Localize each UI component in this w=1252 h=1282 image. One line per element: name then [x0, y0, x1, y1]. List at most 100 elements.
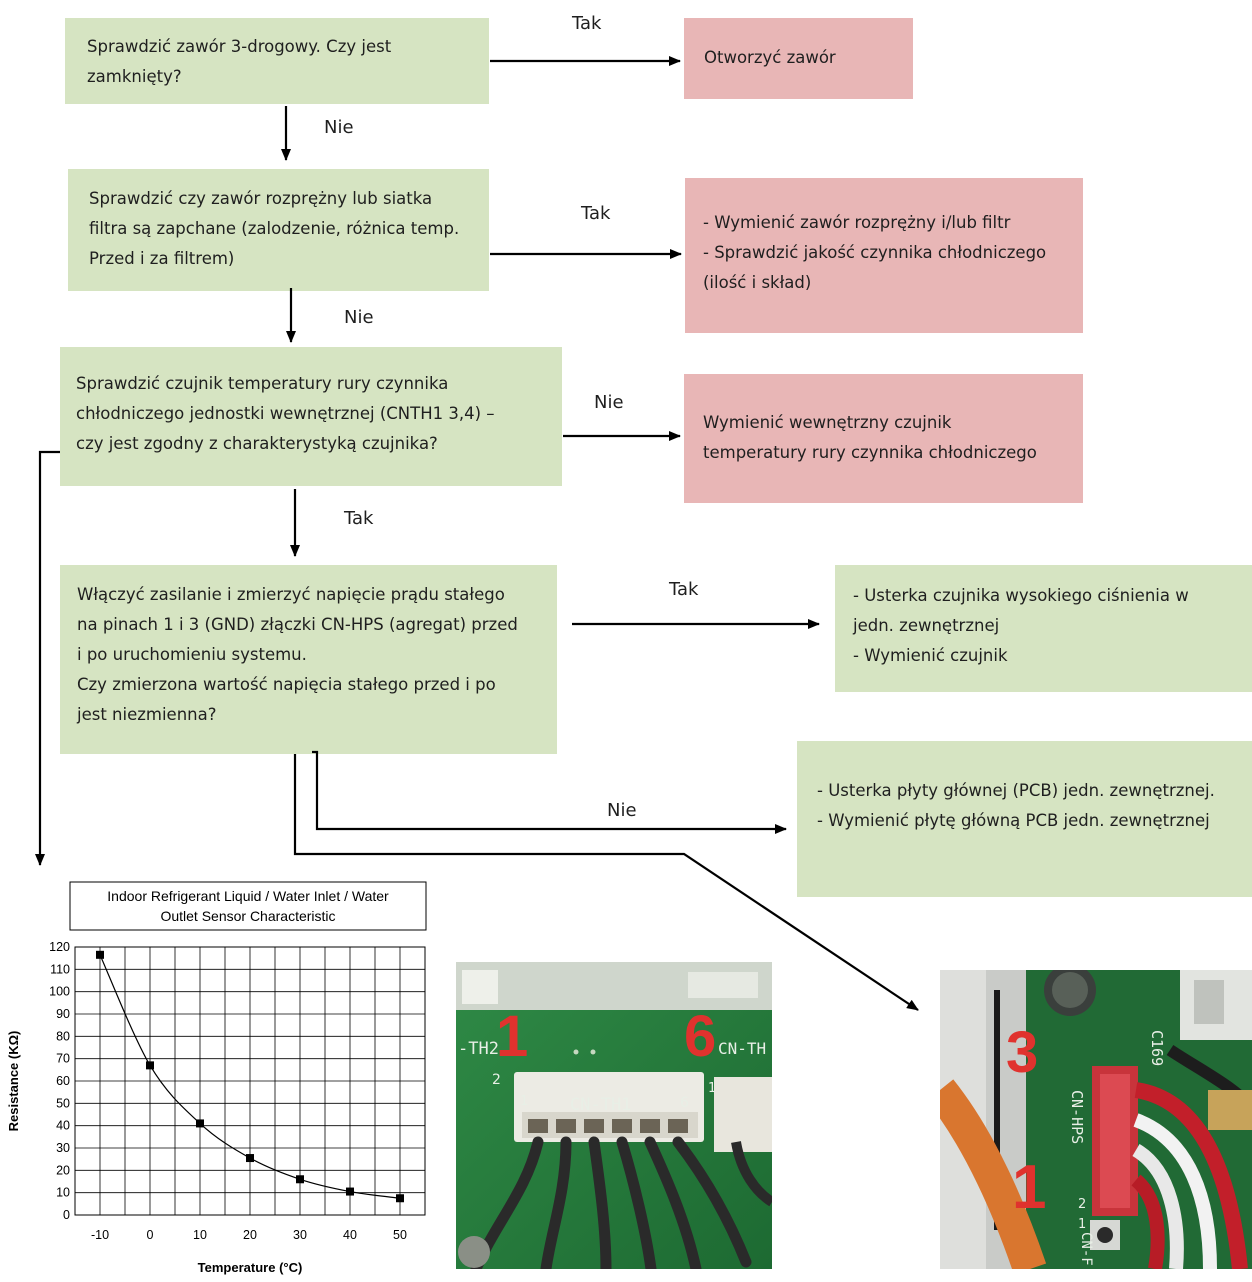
box-line: Czy zmierzona wartość napięcia stałego p…	[77, 675, 496, 694]
box-line: Sprawdzić czujnik temperatury rury czynn…	[76, 374, 449, 393]
box-pcb-fault: - Usterka płyty głównej (PCB) jedn. zewn…	[797, 741, 1252, 897]
pcb-photo-hps: C169 CN-HPS 2 1 CN-F 3 1	[940, 970, 1252, 1269]
data-point	[246, 1154, 254, 1163]
pcb-photo-th1: -TH2 2 1 CN-TH1 6 1 CN-TH 1 6	[456, 962, 772, 1269]
y-tick-label: 30	[56, 1141, 70, 1155]
box-line: (ilość i skład)	[703, 273, 812, 292]
box-line: zamknięty?	[87, 67, 182, 86]
y-tick-label: 60	[56, 1074, 70, 1088]
chart-title-box	[69, 881, 427, 931]
x-axis-label: Temperature (°C)	[198, 1260, 303, 1275]
arrow-q3-to-chart	[35, 450, 60, 866]
silk-6: 6	[680, 1095, 689, 1111]
plot-frame	[74, 946, 426, 1216]
x-tick-label: 40	[343, 1228, 357, 1242]
x-tick-label: 50	[393, 1228, 407, 1242]
silk-th2: -TH2	[458, 1039, 499, 1059]
box-line: chłodniczego jednostki wewnętrznej (CNTH…	[76, 404, 495, 423]
y-tick-label: 10	[56, 1186, 70, 1200]
box-line: - Usterka czujnika wysokiego ciśnienia w	[853, 586, 1189, 605]
box-check-indoor-sensor: Sprawdzić czujnik temperatury rury czynn…	[60, 347, 562, 486]
box-line: filtra są zapchane (zalodzenie, różnica …	[89, 219, 460, 238]
pin-label-6: 6	[684, 1004, 716, 1069]
box-line: Wymienić wewnętrzny czujnik	[703, 413, 952, 432]
data-point	[146, 1061, 154, 1070]
box-check-3way-valve: Sprawdzić zawór 3-drogowy. Czy jest zamk…	[65, 18, 489, 104]
box-measure-voltage: Włączyć zasilanie i zmierzyć napięcie pr…	[60, 565, 557, 754]
y-tick-label: 90	[56, 1007, 70, 1021]
box-line: jest niezmienna?	[77, 705, 217, 724]
chart-title: Outlet Sensor Characteristic	[160, 908, 335, 924]
box-line: na pinach 1 i 3 (GND) złączki CN-HPS (ag…	[77, 615, 518, 634]
data-point	[96, 950, 104, 959]
pin-label-3: 3	[1006, 1020, 1038, 1085]
silk-cn-f: CN-F	[1078, 1232, 1094, 1266]
pin-label-1: 1	[496, 1004, 528, 1069]
data-point	[396, 1194, 404, 1203]
edge-label-yes: Tak	[669, 579, 699, 600]
sensor-characteristic-chart: Indoor Refrigerant Liquid / Water Inlet …	[0, 880, 440, 1277]
box-line: Sprawdzić czy zawór rozprężny lub siatka	[89, 189, 433, 208]
silk-c169: C169	[1148, 1030, 1166, 1066]
box-line: - Usterka płyty głównej (PCB) jedn. zewn…	[817, 781, 1215, 800]
y-tick-label: 100	[49, 985, 70, 999]
y-tick-label: 120	[49, 940, 70, 954]
y-tick-label: 110	[50, 962, 70, 976]
box-line: Przed i za filtrem)	[89, 249, 235, 268]
y-axis-label: Resistance (KΩ)	[6, 1031, 21, 1132]
y-tick-label: 40	[56, 1119, 70, 1133]
silk-cn-hps: CN-HPS	[1068, 1090, 1086, 1144]
box-replace-expansion-valve: - Wymienić zawór rozprężny i/lub filtr -…	[685, 178, 1083, 333]
edge-label-no: Nie	[607, 800, 637, 821]
box-line: Włączyć zasilanie i zmierzyć napięcie pr…	[77, 585, 505, 604]
edge-label-no: Nie	[594, 392, 624, 413]
box-replace-indoor-sensor: Wymienić wewnętrzny czujnik temperatury …	[684, 374, 1083, 503]
box-line: jedn. zewnętrznej	[853, 616, 1000, 635]
edge-label-yes: Tak	[344, 508, 374, 529]
box-line: Sprawdzić zawór 3-drogowy. Czy jest	[87, 37, 392, 56]
data-point	[346, 1187, 354, 1196]
x-tick-label: -10	[91, 1228, 109, 1242]
chart-svg: Indoor Refrigerant Liquid / Water Inlet …	[6, 881, 427, 1275]
box-line: - Wymienić płytę główną PCB jedn. zewnęt…	[817, 811, 1210, 830]
data-point	[296, 1175, 304, 1184]
data-point	[196, 1119, 204, 1128]
pin-label-1: 1	[1012, 1153, 1046, 1222]
box-line: - Wymienić czujnik	[853, 646, 1008, 665]
x-tick-label: 20	[243, 1228, 257, 1242]
silk-1: 1	[1078, 1217, 1086, 1232]
box-line: temperatury rury czynnika chłodniczego	[703, 443, 1037, 462]
silk-1: 1	[520, 1094, 528, 1109]
box-line: - Wymienić zawór rozprężny i/lub filtr	[703, 213, 1011, 232]
y-tick-label: 70	[56, 1052, 70, 1066]
x-tick-label: 10	[193, 1228, 207, 1242]
box-open-valve: Otworzyć zawór	[684, 18, 913, 99]
silk-2: 2	[1078, 1197, 1086, 1212]
y-tick-label: 80	[56, 1029, 70, 1043]
silk-1b: 1	[708, 1081, 716, 1096]
edge-label-yes: Tak	[581, 203, 611, 224]
y-tick-label: 0	[63, 1208, 70, 1222]
silk-cn-th: CN-TH	[718, 1039, 766, 1058]
arrow-q4-no	[312, 750, 787, 834]
box-line: - Sprawdzić jakość czynnika chłodniczego	[703, 243, 1047, 262]
box-check-expansion-valve: Sprawdzić czy zawór rozprężny lub siatka…	[68, 169, 489, 291]
edge-label-yes: Tak	[572, 13, 602, 34]
arrow-q4-to-photo	[293, 754, 919, 1011]
box-line: czy jest zgodny z charakterystyką czujni…	[76, 434, 438, 453]
x-tick-label: 0	[147, 1228, 154, 1242]
silk-2: 2	[492, 1072, 501, 1088]
edge-label-no: Nie	[344, 307, 374, 328]
box-line: i po uruchomieniu systemu.	[77, 645, 307, 664]
photo-cn-hps-connector: C169 CN-HPS 2 1 CN-F 3 1	[940, 970, 1252, 1269]
edge-label-no: Nie	[324, 117, 354, 138]
chart-title: Indoor Refrigerant Liquid / Water Inlet …	[107, 888, 389, 904]
box-pressure-sensor-fault: - Usterka czujnika wysokiego ciśnienia w…	[835, 565, 1252, 692]
silk-cn-th1: CN-TH1	[570, 1095, 631, 1115]
photo-cn-th1-connector: -TH2 2 1 CN-TH1 6 1 CN-TH 1 6	[456, 962, 772, 1269]
y-tick-label: 20	[56, 1163, 70, 1177]
x-tick-label: 30	[293, 1228, 307, 1242]
box-line: Otworzyć zawór	[704, 48, 836, 67]
y-tick-label: 50	[56, 1096, 70, 1110]
